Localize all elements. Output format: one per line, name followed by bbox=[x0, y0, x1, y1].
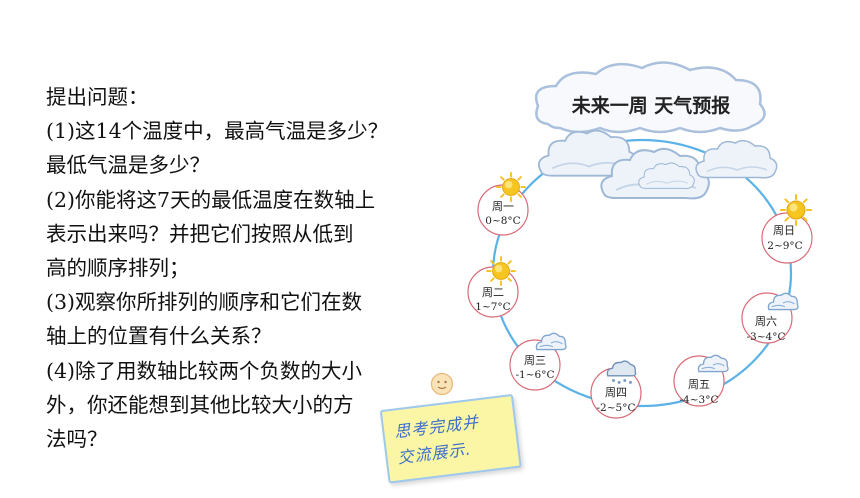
sun-icon bbox=[486, 256, 516, 286]
day-name: 周一 bbox=[492, 200, 514, 213]
question-line: 轴上的位置有什么关系？ bbox=[46, 324, 272, 349]
sticky-note: 思考完成并 交流展示. bbox=[379, 393, 522, 487]
question-line: 高的顺序排列； bbox=[46, 256, 190, 281]
day-name: 周五 bbox=[688, 378, 710, 391]
cloud-icon bbox=[695, 139, 778, 179]
questions-heading: 提出问题： bbox=[46, 85, 149, 109]
sun-icon bbox=[780, 194, 812, 226]
question-line: 外，你还能想到其他比较大小的方 bbox=[46, 392, 354, 417]
day-temperature-range: -2~5°C bbox=[597, 402, 636, 414]
day-temperature-range: -3~4°C bbox=[747, 331, 786, 343]
sun-icon bbox=[496, 172, 526, 202]
question-line: 表示出来吗？并把它们按照从低到 bbox=[46, 221, 354, 246]
day-temperature-range: 0~8°C bbox=[485, 215, 520, 227]
day-temperature-range: -1~6°C bbox=[516, 369, 555, 381]
question-line: 最低气温是多少？ bbox=[46, 153, 210, 178]
day-monday: 周一 0~8°C bbox=[477, 172, 529, 236]
day-wednesday: 周三 -1~6°C bbox=[509, 332, 567, 391]
day-friday: 周五 -4~3°C bbox=[673, 354, 729, 407]
day-thursday: 周四 -2~5°C bbox=[590, 360, 642, 419]
forecast-title: 未来一周 天气预报 bbox=[571, 94, 731, 117]
day-name: 周四 bbox=[605, 386, 627, 399]
question-line: (3)观察你所排列的顺序和它们在数 bbox=[46, 290, 363, 315]
smiley-icon bbox=[430, 372, 454, 396]
day-temperature-range: 2~9°C bbox=[767, 240, 802, 252]
day-tuesday: 周二 1~7°C bbox=[467, 256, 519, 318]
question-line: (4)除了用数轴比较两个负数的大小 bbox=[46, 358, 363, 383]
day-name: 周二 bbox=[482, 286, 504, 299]
question-line: (2)你能将这7天的最低温度在数轴上 bbox=[46, 187, 376, 212]
day-saturday: 周六 -3~4°C bbox=[741, 292, 799, 344]
questions-text: 提出问题： (1)这14个温度中，最高气温是多少？ 最低气温是多少？ (2)你能… bbox=[46, 80, 446, 456]
question-line: (1)这14个温度中，最高气温是多少？ bbox=[46, 119, 389, 144]
day-name: 周六 bbox=[755, 315, 777, 328]
day-name: 周日 bbox=[773, 224, 795, 237]
title-cloud: 未来一周 天气预报 bbox=[534, 61, 766, 134]
day-temperature-range: 1~7°C bbox=[475, 301, 510, 313]
day-name: 周三 bbox=[524, 354, 546, 367]
day-temperature-range: -4~3°C bbox=[680, 394, 719, 406]
day-sunday: 周日 2~9°C bbox=[761, 194, 813, 264]
question-line: 法吗？ bbox=[46, 427, 108, 452]
